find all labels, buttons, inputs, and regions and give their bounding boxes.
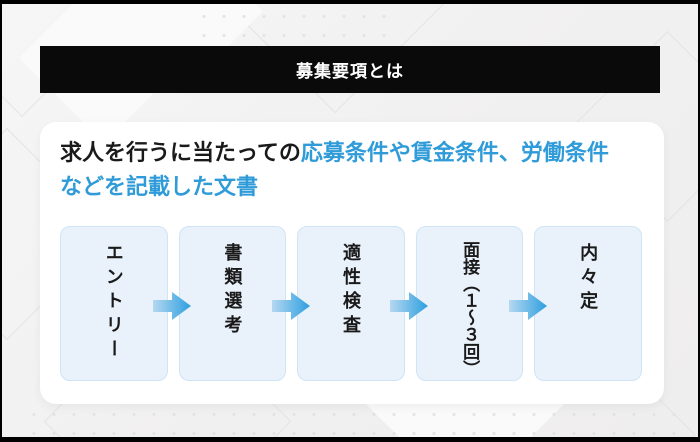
- dot-grid-decor: [194, 7, 394, 47]
- right-arrow-icon: [390, 291, 429, 320]
- title-banner: 募集要項とは: [40, 46, 660, 93]
- right-arrow-icon: [153, 291, 192, 320]
- dot-grid-decor: [24, 405, 679, 437]
- page-title: 募集要項とは: [296, 62, 404, 81]
- flow-step: 適性検査: [297, 226, 405, 381]
- description-text: 求人を行うに当たっての応募条件や賃金条件、労働条件などを記載した文書: [60, 136, 626, 204]
- step-label: 書類選考: [222, 243, 243, 339]
- flow-step: エントリー: [60, 226, 168, 381]
- step-label: 内々定: [578, 243, 599, 315]
- description-black-part: 求人を行うに当たっての: [60, 140, 301, 165]
- step-label: 適性検査: [340, 243, 361, 339]
- flow-step: 面接（１〜３回）: [415, 226, 524, 381]
- description-highlight-part: 応募条件や賃金条件、労働条件などを記載した文書: [60, 140, 609, 199]
- flow-row: エントリー 書類選考 適性検査 面接（１〜３回） 内々定: [60, 226, 642, 381]
- step-label: エントリー: [103, 243, 124, 363]
- content-card: 求人を行うに当たっての応募条件や賃金条件、労働条件などを記載した文書 エントリー…: [40, 122, 664, 404]
- right-arrow-icon: [271, 291, 310, 320]
- step-label: 面接（１〜３回）: [460, 241, 480, 377]
- flow-step: 書類選考: [178, 226, 287, 381]
- flow-step: 内々定: [534, 226, 642, 381]
- background-pattern: [2, 4, 698, 437]
- right-arrow-icon: [508, 291, 547, 320]
